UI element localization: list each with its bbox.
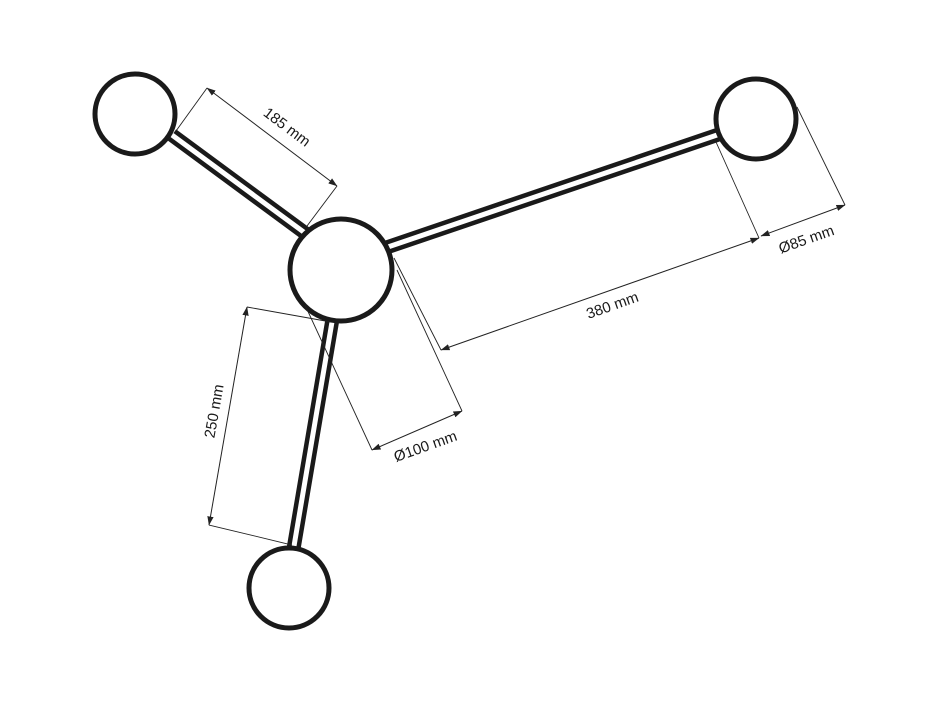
label-185mm: 185 mm bbox=[260, 104, 314, 150]
arm-upper-left bbox=[167, 129, 310, 239]
globe-right bbox=[713, 76, 799, 162]
arm-right bbox=[382, 127, 723, 255]
globe-lower bbox=[246, 545, 332, 631]
globe-center bbox=[287, 216, 395, 324]
label-380mm: 380 mm bbox=[584, 289, 641, 323]
label-diameter-100mm: Ø100 mm bbox=[392, 428, 460, 466]
globe-upper-left bbox=[92, 71, 178, 157]
fixture-arms bbox=[167, 127, 723, 554]
globes bbox=[92, 71, 799, 631]
label-250mm: 250 mm bbox=[201, 383, 227, 439]
arm-lower bbox=[286, 314, 340, 554]
dimension-right-arm: 380 mm bbox=[393, 141, 760, 351]
